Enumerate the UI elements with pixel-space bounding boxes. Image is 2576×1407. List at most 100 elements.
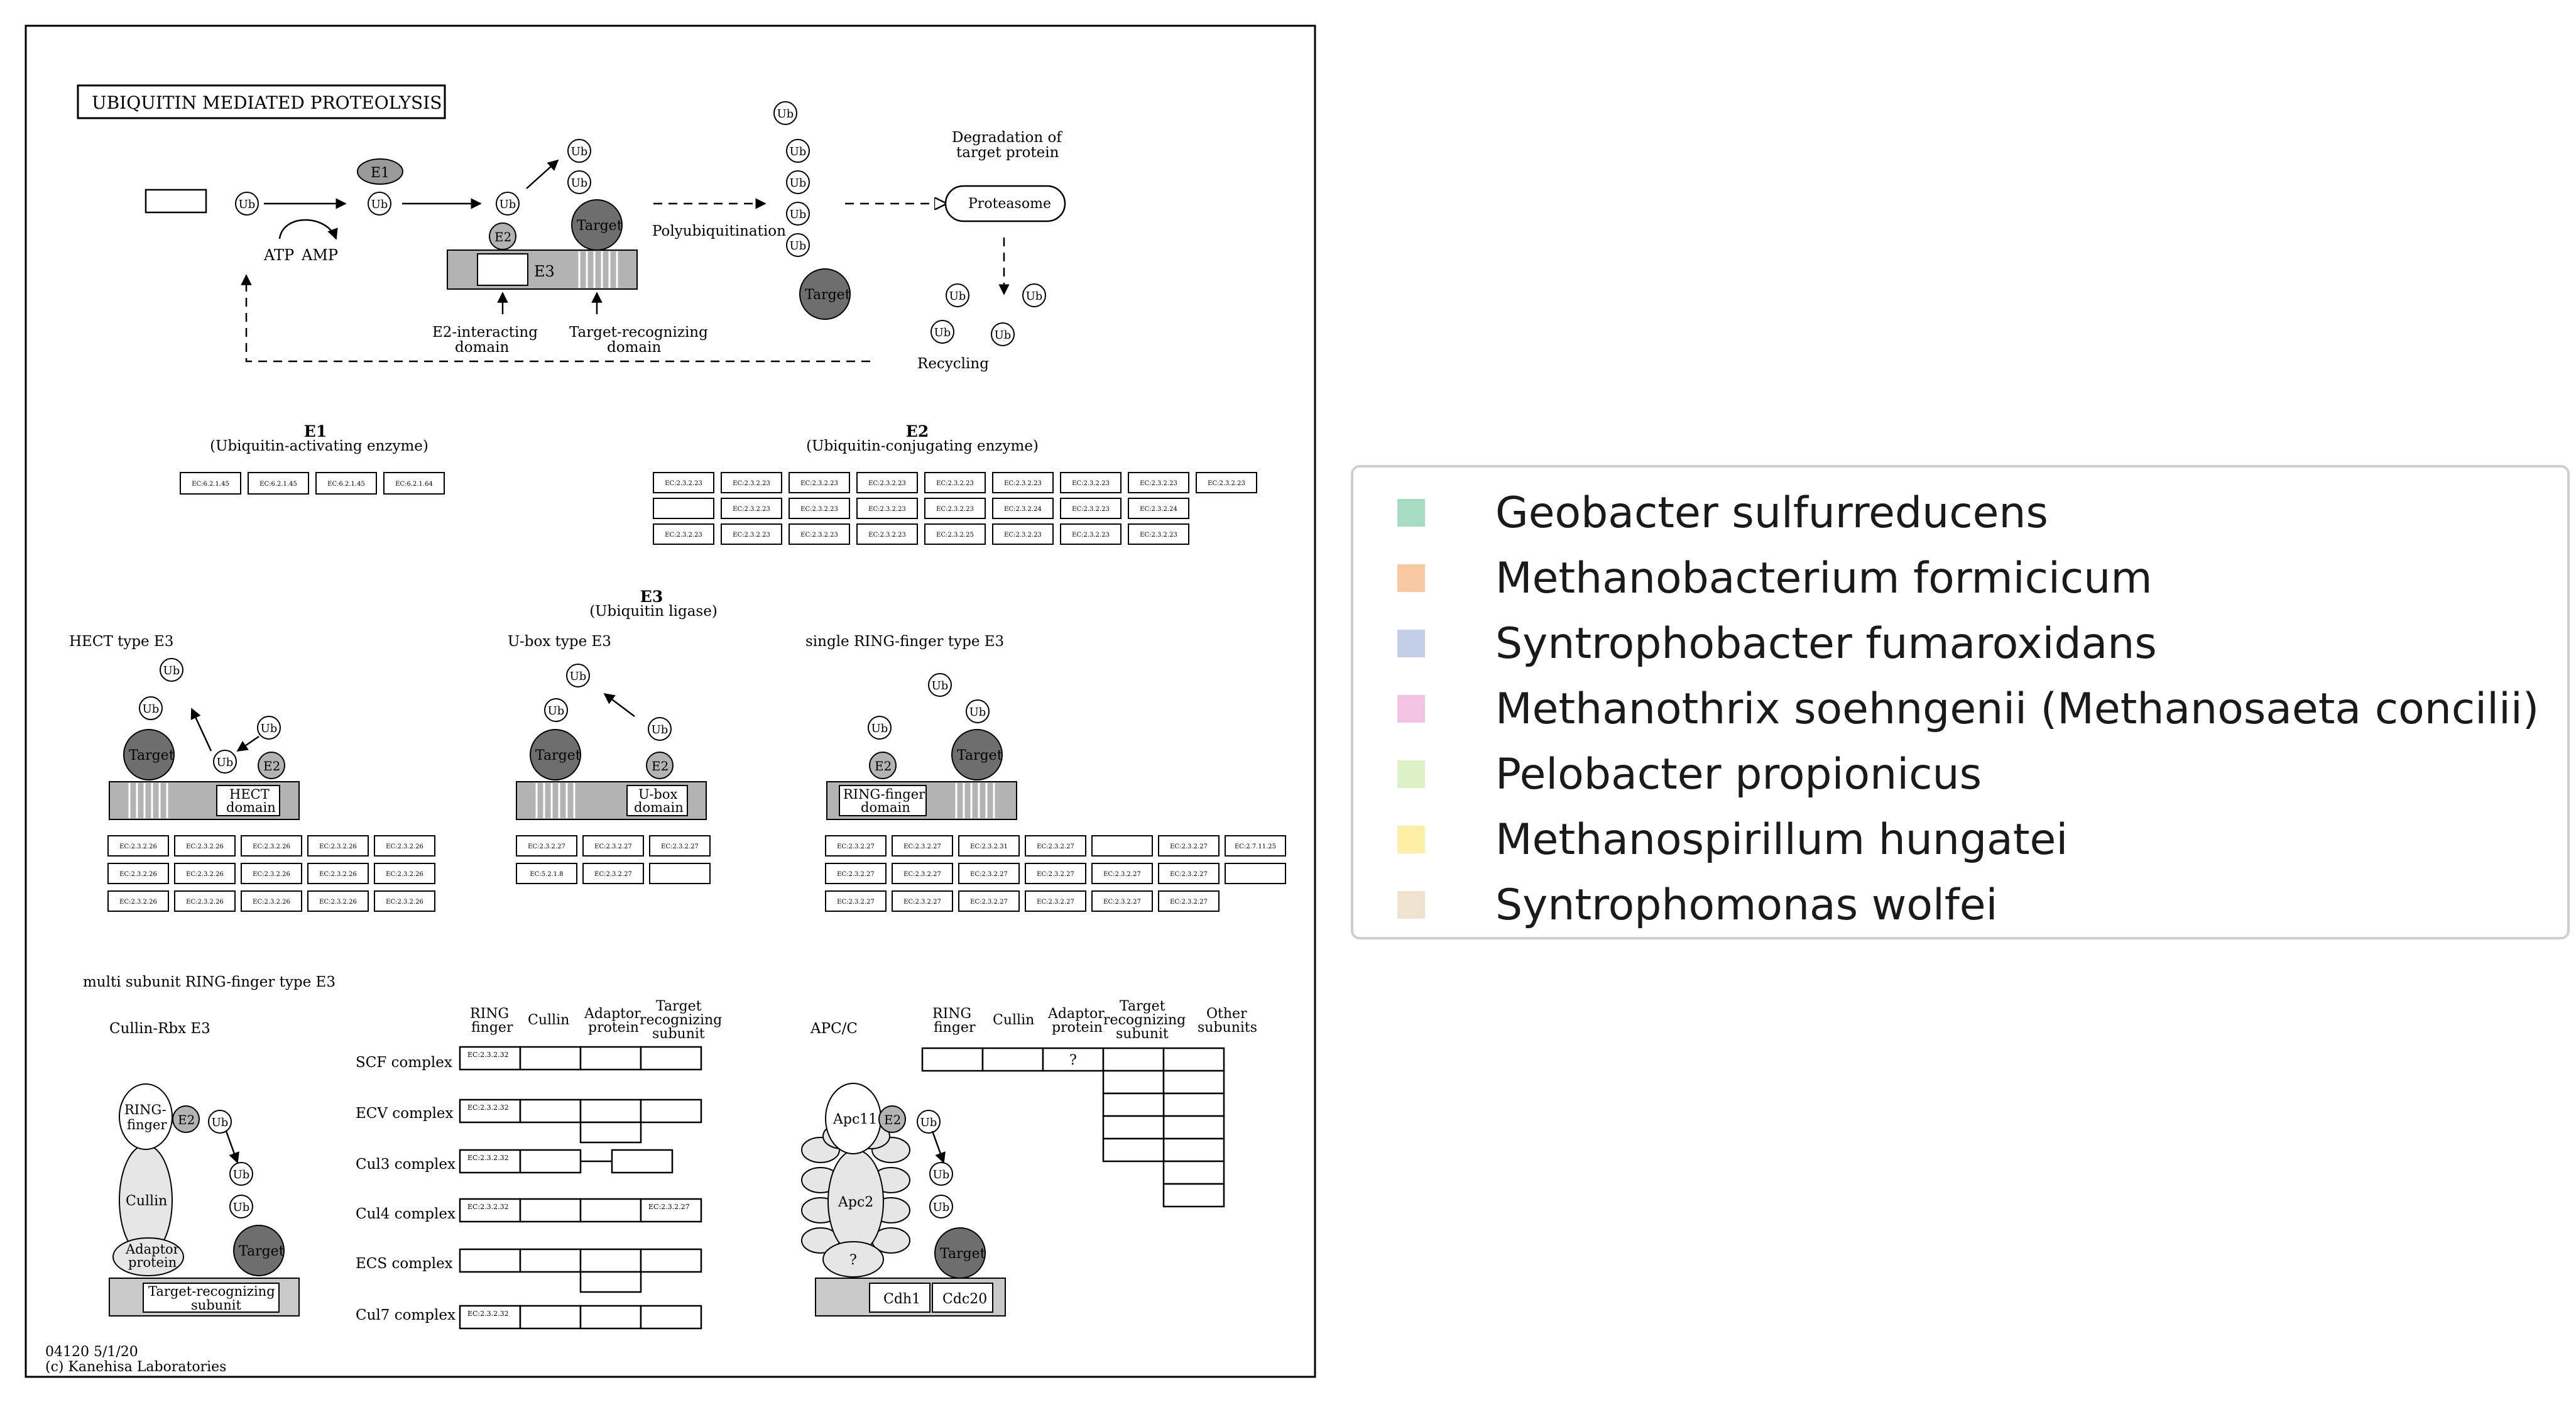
svg-text:Cullin: Cullin bbox=[528, 1012, 569, 1028]
map-title: UBIQUITIN MEDIATED PROTEOLYSIS bbox=[92, 92, 442, 113]
svg-text:Ub: Ub bbox=[932, 679, 949, 693]
ring-gene-box[interactable]: EC:2.3.2.27 bbox=[825, 890, 887, 912]
e2-gene-box[interactable]: EC:2.3.2.23 bbox=[1196, 472, 1257, 493]
e2-gene-box[interactable]: EC:2.3.2.25 bbox=[924, 523, 986, 545]
e2-enzyme bbox=[489, 222, 516, 250]
hect-gene-box[interactable]: EC:2.3.2.26 bbox=[374, 890, 435, 912]
e1-gene-box[interactable]: EC:6.2.1.45 bbox=[180, 472, 241, 495]
e2-gene-box[interactable]: EC:2.3.2.23 bbox=[1128, 472, 1189, 493]
e2-gene-box[interactable]: EC:2.3.2.23 bbox=[721, 472, 782, 493]
ring-gene-box[interactable]: EC:2.3.2.27 bbox=[958, 863, 1020, 884]
svg-text:EC:2.3.2.25: EC:2.3.2.25 bbox=[936, 532, 974, 539]
ring-gene-box[interactable]: EC:2.3.2.27 bbox=[1158, 890, 1220, 912]
e1-gene-box[interactable]: EC:6.2.1.64 bbox=[383, 472, 445, 495]
e2-section-title: E2 bbox=[906, 422, 929, 441]
svg-text:Ub: Ub bbox=[212, 1116, 229, 1129]
atp-label: ATP bbox=[263, 246, 294, 264]
e2-section-subtitle: (Ubiquitin-conjugating enzyme) bbox=[806, 438, 1039, 454]
svg-text:Ub: Ub bbox=[570, 670, 587, 683]
ubox-gene-box[interactable]: EC:2.3.2.27 bbox=[582, 863, 644, 884]
ring-gene-box[interactable]: EC:2.3.2.27 bbox=[1025, 863, 1086, 884]
ubox-gene-box[interactable]: EC:2.3.2.27 bbox=[516, 835, 577, 857]
svg-text:EC:2.3.2.27: EC:2.3.2.27 bbox=[1170, 871, 1208, 878]
e1-gene-box[interactable]: EC:6.2.1.45 bbox=[315, 472, 377, 495]
legend-label: Methanospirillum hungatei bbox=[1495, 814, 2068, 865]
e2-gene-box[interactable]: EC:2.3.2.23 bbox=[856, 472, 918, 493]
e2-gene-box[interactable]: EC:2.3.2.23 bbox=[789, 472, 850, 493]
ring-gene-box[interactable]: EC:2.7.11.25 bbox=[1225, 835, 1286, 857]
ring-gene-box[interactable]: EC:2.3.2.27 bbox=[958, 890, 1020, 912]
ring-gene-box[interactable]: EC:2.3.2.27 bbox=[892, 890, 953, 912]
e2-gene-box[interactable]: EC:2.3.2.23 bbox=[1060, 498, 1122, 519]
hect-gene-box[interactable]: EC:2.3.2.26 bbox=[107, 890, 169, 912]
e2-gene-box[interactable]: EC:2.3.2.23 bbox=[1060, 523, 1122, 545]
ring-gene-box[interactable]: EC:2.3.2.27 bbox=[892, 835, 953, 857]
target-label-poly: Target bbox=[805, 287, 851, 303]
e1-gene-box[interactable] bbox=[145, 189, 207, 214]
e2-gene-box[interactable]: EC:2.3.2.23 bbox=[992, 472, 1054, 493]
hect-gene-box[interactable]: EC:2.3.2.26 bbox=[241, 835, 302, 857]
svg-text:subunits: subunits bbox=[1198, 1020, 1257, 1036]
svg-text:EC:2.3.2.27: EC:2.3.2.27 bbox=[970, 899, 1008, 906]
ubox-gene-box[interactable] bbox=[649, 863, 711, 884]
ring-gene-box[interactable]: EC:2.3.2.27 bbox=[1025, 890, 1086, 912]
hect-gene-box[interactable]: EC:2.3.2.26 bbox=[241, 863, 302, 884]
ub-node: Ub bbox=[929, 1162, 953, 1186]
svg-text:EC:2.3.2.32: EC:2.3.2.32 bbox=[467, 1103, 509, 1112]
ubox-gene-box[interactable]: EC:5.2.1.8 bbox=[516, 863, 577, 884]
e2-gene-box[interactable]: EC:2.3.2.24 bbox=[1128, 498, 1189, 519]
legend-swatch bbox=[1397, 695, 1425, 723]
ring-gene-box[interactable]: EC:2.3.2.27 bbox=[892, 863, 953, 884]
hect-gene-box[interactable]: EC:2.3.2.26 bbox=[174, 835, 236, 857]
e2-gene-box[interactable]: EC:2.3.2.23 bbox=[789, 498, 850, 519]
ring-gene-box[interactable] bbox=[1225, 863, 1286, 884]
e2-gene-box[interactable]: EC:2.3.2.23 bbox=[721, 523, 782, 545]
e2-gene-box[interactable]: EC:2.3.2.23 bbox=[1128, 523, 1189, 545]
e2-gene-box[interactable]: EC:2.3.2.23 bbox=[992, 523, 1054, 545]
e2-gene-box[interactable]: EC:2.3.2.23 bbox=[789, 523, 850, 545]
e2-gene-box[interactable]: EC:2.3.2.23 bbox=[924, 472, 986, 493]
e2-gene-box[interactable]: EC:2.3.2.24 bbox=[992, 498, 1054, 519]
e2-gene-box[interactable]: EC:2.3.2.23 bbox=[856, 498, 918, 519]
ub-node: Ub bbox=[567, 170, 591, 194]
e2-gene-box[interactable]: EC:2.3.2.23 bbox=[653, 523, 714, 545]
ring-gene-box[interactable]: EC:2.3.2.27 bbox=[1025, 835, 1086, 857]
ub-node: Ub bbox=[160, 658, 183, 682]
hect-gene-box[interactable]: EC:2.3.2.26 bbox=[174, 863, 236, 884]
ring-gene-box[interactable]: EC:2.3.2.27 bbox=[1158, 863, 1220, 884]
hect-gene-box[interactable]: EC:2.3.2.26 bbox=[307, 835, 369, 857]
e2-gene-box[interactable]: EC:2.3.2.23 bbox=[721, 498, 782, 519]
hect-gene-box[interactable]: EC:2.3.2.26 bbox=[174, 890, 236, 912]
e2-gene-box[interactable]: EC:2.3.2.23 bbox=[653, 472, 714, 493]
ring-gene-box[interactable]: EC:2.3.2.27 bbox=[825, 835, 887, 857]
ring-gene-box[interactable]: EC:2.3.2.31 bbox=[958, 835, 1020, 857]
hect-gene-box[interactable]: EC:2.3.2.26 bbox=[241, 890, 302, 912]
ec-grids: EC:6.2.1.45 EC:6.2.1.45 EC:6.2.1.45 EC:6.2.… bbox=[107, 472, 1286, 912]
ring-gene-box[interactable]: EC:2.3.2.27 bbox=[1091, 890, 1153, 912]
svg-text:EC:2.3.2.26: EC:2.3.2.26 bbox=[186, 843, 224, 850]
e2-gene-box[interactable]: EC:2.3.2.23 bbox=[856, 523, 918, 545]
e2-gene-box[interactable] bbox=[653, 498, 714, 519]
svg-text:Ub: Ub bbox=[233, 1201, 250, 1214]
ring-gene-box[interactable] bbox=[1091, 835, 1153, 857]
ring-gene-box[interactable]: EC:2.3.2.27 bbox=[1091, 863, 1153, 884]
svg-text:EC:2.3.2.27: EC:2.3.2.27 bbox=[1103, 871, 1141, 878]
ubox-gene-box[interactable]: EC:2.3.2.27 bbox=[649, 835, 711, 857]
ubox-gene-box[interactable]: EC:2.3.2.27 bbox=[582, 835, 644, 857]
e2-gene-box[interactable]: EC:2.3.2.23 bbox=[1060, 472, 1122, 493]
ub-node: Ub bbox=[966, 699, 990, 723]
hect-gene-box[interactable]: EC:2.3.2.26 bbox=[107, 863, 169, 884]
ub-node: Ub bbox=[648, 717, 672, 741]
e1-gene-box[interactable]: EC:6.2.1.45 bbox=[248, 472, 309, 495]
hect-gene-box[interactable]: EC:2.3.2.26 bbox=[374, 835, 435, 857]
svg-text:Adaptor: Adaptor bbox=[1047, 1006, 1105, 1022]
hect-gene-box[interactable]: EC:2.3.2.26 bbox=[307, 890, 369, 912]
hect-gene-box[interactable]: EC:2.3.2.26 bbox=[107, 835, 169, 857]
apc-diagram: Cdh1 Cdc20 Apc2 ? Apc11 E2 Target bbox=[801, 1083, 1006, 1317]
hect-gene-box[interactable]: EC:2.3.2.26 bbox=[307, 863, 369, 884]
hect-gene-box[interactable]: EC:2.3.2.26 bbox=[374, 863, 435, 884]
e2-gene-box[interactable]: EC:2.3.2.23 bbox=[924, 498, 986, 519]
ring-gene-box[interactable]: EC:2.3.2.27 bbox=[1158, 835, 1220, 857]
ring-gene-box[interactable]: EC:2.3.2.27 bbox=[825, 863, 887, 884]
